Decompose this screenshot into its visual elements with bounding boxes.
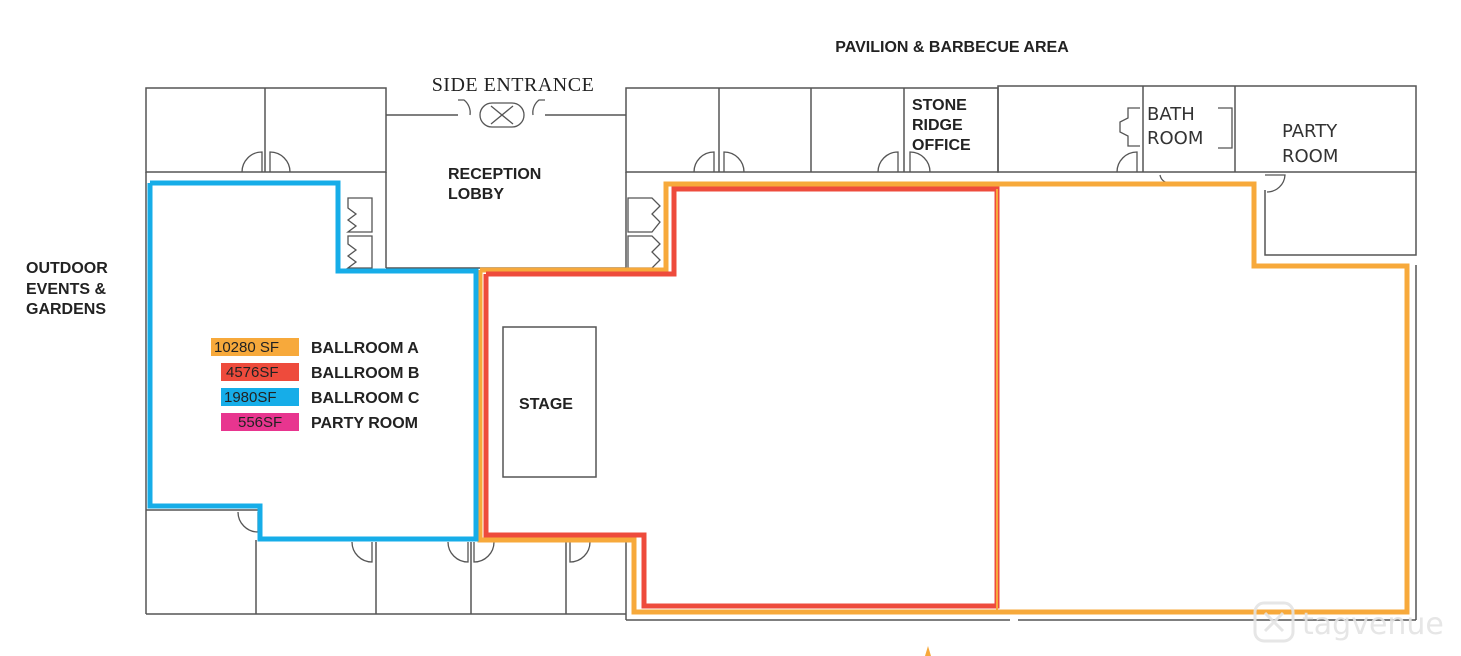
stone-ridge-label-line1: STONE (912, 97, 967, 114)
watermark: tagvenue (1253, 601, 1444, 643)
reception-label-line2: LOBBY (448, 186, 504, 203)
legend-swatch-ballroom-b (221, 363, 299, 381)
legend-value-party-room: 556SF (238, 414, 282, 431)
party-room-label-line1: PARTY (1282, 121, 1338, 142)
legend-item-party-room: 556SF PARTY ROOM (221, 413, 418, 432)
ballroom-c-outline (147, 180, 479, 542)
tagvenue-logo-icon (1253, 601, 1295, 643)
legend-value-ballroom-b: 4576SF (226, 364, 279, 381)
bathroom-label-line2: ROOM (1147, 128, 1203, 149)
party-room-label-line2: ROOM (1282, 146, 1338, 167)
reception-label-line1: RECEPTION (448, 166, 541, 183)
stone-ridge-label-line2: RIDGE (912, 117, 963, 134)
outdoor-label-line3: GARDENS (26, 301, 106, 318)
doors (237, 99, 1286, 563)
legend-swatch-party-room (221, 413, 299, 431)
legend-name-ballroom-c: BALLROOM C (311, 390, 420, 407)
legend-item-ballroom-c: 1980SF BALLROOM C (221, 388, 420, 407)
stage-label: STAGE (519, 396, 573, 413)
legend-swatch-ballroom-c (221, 388, 299, 406)
entrance-marker-icon (925, 646, 931, 656)
legend-value-ballroom-a: 10280 SF (214, 339, 279, 356)
legend-value-ballroom-c: 1980SF (224, 389, 277, 406)
side-entrance-doors-icon (479, 102, 525, 128)
legend-item-ballroom-b: 4576SF BALLROOM B (221, 363, 419, 382)
walls (145, 85, 1417, 621)
side-entrance-label: SIDE ENTRANCE (432, 74, 595, 96)
bath-party-block (997, 85, 1417, 173)
outdoor-label-line2: EVENTS & (26, 281, 106, 298)
legend-swatch-ballroom-a (211, 338, 299, 356)
top-left-rooms (145, 87, 387, 173)
legend-name-party-room: PARTY ROOM (311, 415, 418, 432)
outdoor-label-line1: OUTDOOR (26, 260, 108, 277)
legend-name-ballroom-a: BALLROOM A (311, 340, 419, 357)
pavilion-label: PAVILION & BARBECUE AREA (835, 39, 1069, 56)
stone-ridge-label-line3: OFFICE (912, 137, 971, 154)
watermark-text: tagvenue (1302, 607, 1444, 642)
legend: 10280 SF BALLROOM A 4576SF BALLROOM B 19… (211, 338, 420, 432)
bathroom-label-line1: BATH (1147, 104, 1195, 125)
legend-item-ballroom-a: 10280 SF BALLROOM A (211, 338, 419, 357)
ballroom-a-outline (477, 181, 1410, 615)
legend-name-ballroom-b: BALLROOM B (311, 365, 419, 382)
stage (502, 326, 597, 478)
